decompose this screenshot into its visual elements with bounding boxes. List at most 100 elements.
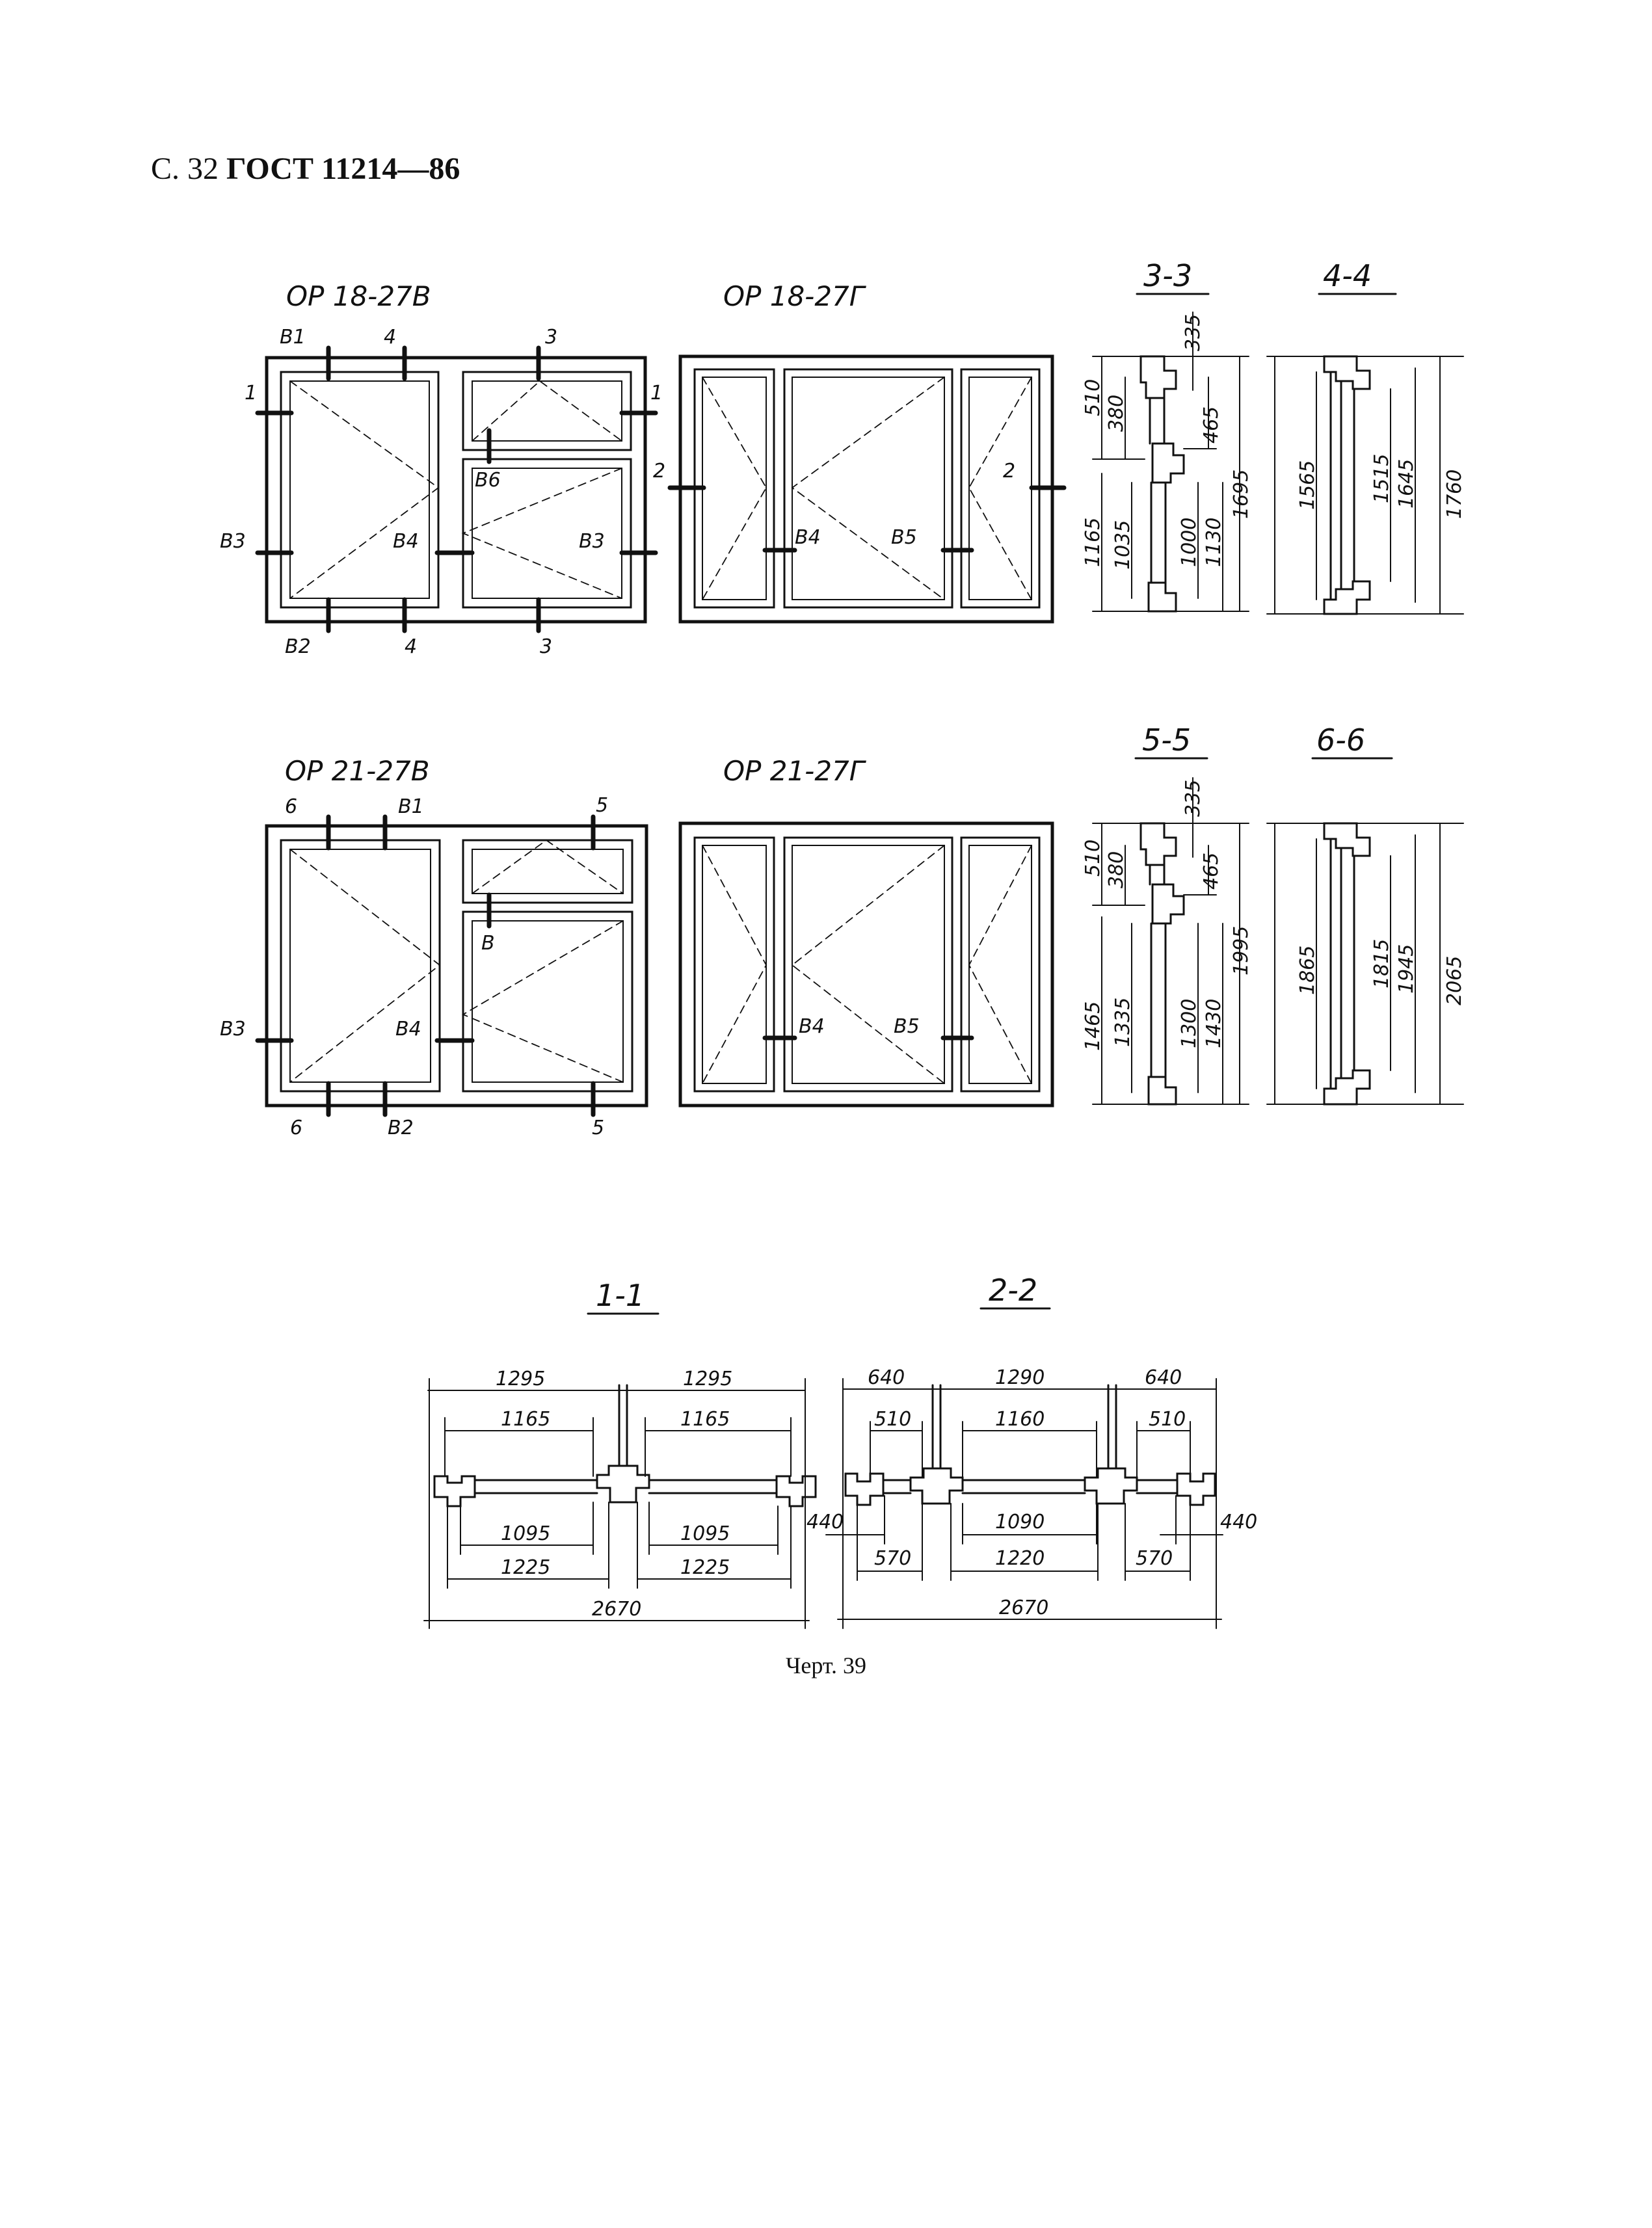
mark-label: 1 bbox=[650, 382, 663, 404]
dimension-label: 465 bbox=[1200, 853, 1223, 890]
window-op-18-27g: ОР 18-27Г 2 2 В4 В5 bbox=[653, 280, 1067, 624]
mark-label: 5 bbox=[596, 794, 608, 817]
mark-label: 3 bbox=[540, 635, 552, 658]
mark-label: В2 bbox=[285, 635, 311, 658]
mark-label: В bbox=[481, 932, 495, 955]
section-title: 3-3 bbox=[1143, 258, 1192, 293]
dimension-label: 570 bbox=[874, 1547, 911, 1570]
dimension-label: 1165 bbox=[680, 1408, 730, 1431]
mark-label: 2 bbox=[1003, 460, 1015, 483]
dimension-label: 1565 bbox=[1296, 460, 1319, 510]
mark-label: 4 bbox=[405, 635, 417, 658]
dimension-label: 465 bbox=[1200, 406, 1223, 444]
dimension-label: 1465 bbox=[1082, 1001, 1104, 1051]
page-header: С. 32 ГОСТ 11214—86 bbox=[151, 151, 460, 187]
standard-number: ГОСТ 11214—86 bbox=[226, 152, 460, 186]
dimension-label: 570 bbox=[1136, 1547, 1173, 1570]
window-op-21-27g: ОР 21-27Г В4 В5 bbox=[678, 755, 1054, 1107]
section-5-5: 5-5 bbox=[1082, 723, 1253, 1106]
window-op-18-27v: ОР 18-27В bbox=[220, 280, 663, 658]
dimension-label: 1165 bbox=[1082, 518, 1104, 567]
section-2-2: 2-2 bbox=[806, 1273, 1257, 1629]
dimension-label: 1130 bbox=[1203, 518, 1225, 567]
dimension-label: 335 bbox=[1182, 314, 1205, 351]
dimension-label: 1300 bbox=[1178, 999, 1201, 1048]
mark-label: В3 bbox=[220, 1018, 246, 1041]
dimension-label: 335 bbox=[1182, 780, 1205, 817]
dimension-label: 2670 bbox=[999, 1597, 1048, 1619]
section-4-4: 4-4 1565 1515 1645 bbox=[1266, 258, 1466, 615]
page-reference: С. 32 bbox=[151, 152, 219, 186]
dimension-label: 1220 bbox=[995, 1547, 1045, 1570]
dimension-label: 1095 bbox=[680, 1522, 730, 1545]
mark-label: В6 bbox=[475, 469, 501, 492]
dimension-label: 440 bbox=[806, 1511, 844, 1533]
window-title: ОР 18-27Г bbox=[723, 280, 867, 312]
dimension-label: 640 bbox=[1145, 1366, 1182, 1389]
mark-label: В3 bbox=[220, 530, 246, 553]
dimension-label: 1165 bbox=[501, 1408, 550, 1431]
dimension-label: 1035 bbox=[1112, 520, 1134, 570]
dimension-label: 1335 bbox=[1112, 998, 1134, 1047]
window-title: ОР 21-27В bbox=[285, 755, 430, 787]
mark-label: 2 bbox=[653, 460, 665, 483]
dimension-label: 1225 bbox=[501, 1556, 550, 1579]
section-title: 1-1 bbox=[596, 1278, 645, 1313]
dimension-label: 510 bbox=[874, 1408, 911, 1431]
mark-label: 4 bbox=[384, 326, 396, 349]
dimension-label: 1295 bbox=[496, 1368, 545, 1390]
section-title: 4-4 bbox=[1323, 258, 1372, 293]
dimension-label: 1295 bbox=[683, 1368, 732, 1390]
dimension-label: 2065 bbox=[1443, 956, 1466, 1005]
mark-label: В2 bbox=[388, 1117, 414, 1139]
mark-label: В4 bbox=[795, 526, 821, 549]
dimension-label: 1430 bbox=[1203, 999, 1225, 1048]
mark-label: 5 bbox=[592, 1117, 604, 1139]
dimension-label: 640 bbox=[868, 1366, 905, 1389]
window-op-21-27v: ОР 21-27В bbox=[220, 755, 648, 1139]
mark-label: В5 bbox=[891, 526, 917, 549]
dimension-label: 1865 bbox=[1296, 946, 1319, 995]
dimension-label: 1515 bbox=[1370, 454, 1393, 503]
window-title: ОР 21-27Г bbox=[723, 755, 867, 787]
dimension-label: 1645 bbox=[1395, 459, 1418, 509]
mark-label: В4 bbox=[799, 1015, 825, 1038]
section-1-1: 1-1 bbox=[423, 1278, 817, 1629]
section-title: 2-2 bbox=[989, 1273, 1037, 1308]
mark-label: В1 bbox=[398, 795, 424, 818]
dimension-label: 510 bbox=[1082, 379, 1104, 416]
window-title: ОР 18-27В bbox=[286, 280, 431, 312]
mark-label: 6 bbox=[290, 1117, 302, 1139]
mark-label: В3 bbox=[579, 530, 605, 553]
figure-caption: Черт. 39 bbox=[786, 1652, 866, 1678]
mark-label: 1 bbox=[245, 382, 257, 404]
dimension-label: 1160 bbox=[995, 1408, 1045, 1431]
mark-label: 6 bbox=[285, 795, 297, 818]
dimension-label: 440 bbox=[1220, 1511, 1257, 1533]
dimension-label: 510 bbox=[1149, 1408, 1186, 1431]
mark-label: В5 bbox=[894, 1015, 920, 1038]
mark-label: В1 bbox=[280, 326, 306, 349]
dimension-label: 1945 bbox=[1395, 944, 1418, 994]
dimension-label: 1760 bbox=[1443, 470, 1466, 519]
dimension-label: 510 bbox=[1082, 840, 1104, 877]
dimension-label: 380 bbox=[1105, 395, 1128, 432]
dimension-label: 380 bbox=[1105, 851, 1128, 888]
dimension-label: 1290 bbox=[995, 1366, 1045, 1389]
dimension-label: 1090 bbox=[995, 1511, 1045, 1533]
dimension-label: 1995 bbox=[1230, 926, 1253, 975]
mark-label: 3 bbox=[545, 326, 557, 349]
dimension-label: 1225 bbox=[680, 1556, 730, 1579]
dimension-label: 1000 bbox=[1178, 518, 1201, 567]
dimension-label: 1695 bbox=[1230, 470, 1253, 519]
mark-label: В4 bbox=[393, 530, 419, 553]
section-title: 6-6 bbox=[1316, 723, 1365, 758]
section-3-3: 3-3 bbox=[1082, 258, 1253, 613]
dimension-label: 1815 bbox=[1370, 939, 1393, 988]
dimension-label: 2670 bbox=[592, 1598, 641, 1621]
dimension-label: 1095 bbox=[501, 1522, 550, 1545]
mark-label: В4 bbox=[395, 1018, 421, 1041]
section-title: 5-5 bbox=[1142, 723, 1191, 758]
